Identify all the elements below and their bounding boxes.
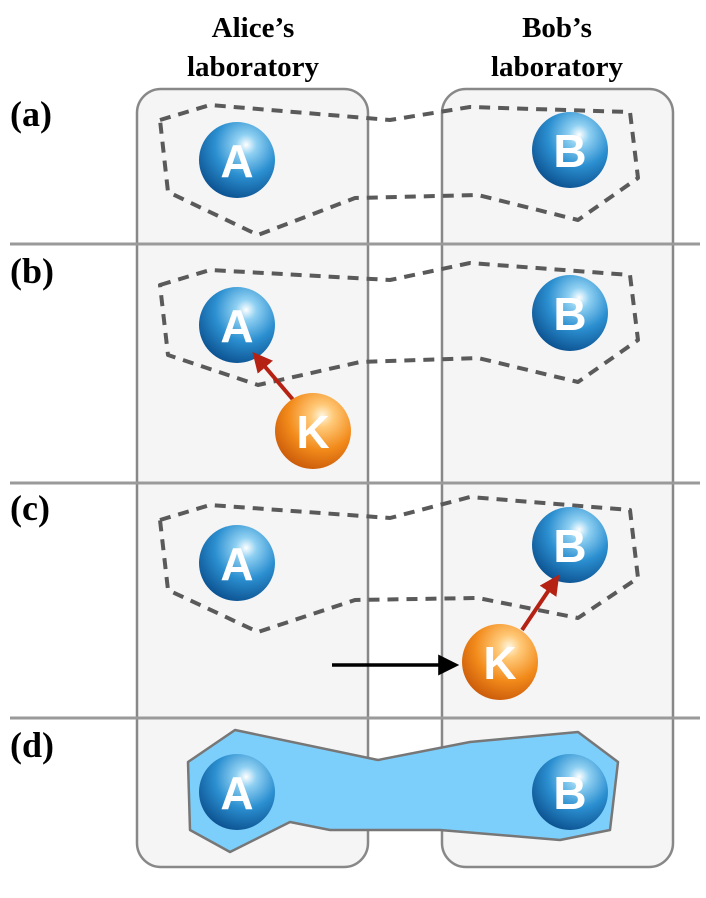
bob-particle-b: B — [532, 275, 608, 351]
panel-label-c: (c) — [10, 488, 50, 528]
entanglement-region-d — [186, 728, 620, 854]
alice-header-line1: Alice’s — [212, 12, 295, 44]
panel-label-d: (d) — [10, 725, 54, 765]
alice-particle-c: A — [199, 525, 275, 601]
panel-label-a: (a) — [10, 94, 52, 134]
bob-header-line2: laboratory — [491, 51, 624, 83]
bob-particle-a: B — [532, 112, 608, 188]
alice-particle-d: A — [199, 754, 275, 830]
svg-text:A: A — [220, 538, 253, 590]
alice-laboratory-box — [135, 87, 370, 869]
entanglement-boundary-a — [158, 103, 640, 237]
svg-text:B: B — [553, 125, 586, 177]
alice-particle-b: A — [199, 287, 275, 363]
alice-header-line2: laboratory — [187, 51, 320, 83]
key-particle-b: K — [275, 393, 351, 469]
alice-particle-a: A — [199, 122, 275, 198]
svg-text:B: B — [553, 767, 586, 819]
svg-text:K: K — [296, 406, 329, 458]
svg-text:B: B — [553, 288, 586, 340]
key-particle-c: K — [462, 624, 538, 700]
svg-text:A: A — [220, 300, 253, 352]
bob-header-line1: Bob’s — [522, 12, 592, 44]
entanglement-boundary-b — [158, 261, 640, 387]
svg-text:K: K — [483, 637, 516, 689]
bob-particle-c: B — [532, 507, 608, 583]
entanglement-boundary-c — [158, 495, 640, 634]
panel-label-b: (b) — [10, 251, 54, 291]
interaction-arrow-b — [252, 351, 297, 404]
interaction-arrow-c — [520, 574, 560, 632]
svg-text:A: A — [220, 767, 253, 819]
bob-particle-d: B — [532, 754, 608, 830]
svg-text:B: B — [553, 520, 586, 572]
svg-text:A: A — [220, 135, 253, 187]
